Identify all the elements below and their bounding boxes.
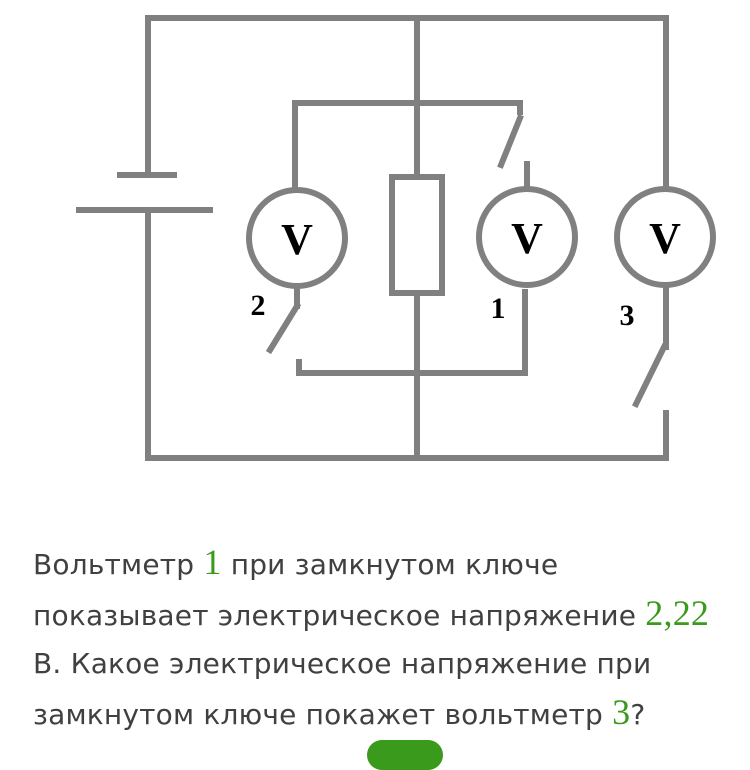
voltmeter-2-letter: V [281, 215, 313, 264]
voltmeter-3-number: 3 [620, 299, 635, 332]
voltmeter-2: V 2 [246, 187, 348, 322]
battery-icon [76, 172, 213, 213]
voltmeter-3: V 3 [614, 186, 716, 332]
voltmeter-1-letter: V [511, 214, 543, 263]
switch-3-icon [631, 342, 669, 409]
voltmeter-2-number: 2 [251, 289, 266, 322]
switch-2-icon [265, 301, 302, 355]
resistor-icon [389, 174, 445, 296]
question-part-2: при замкнутом ключе показывает электриче… [33, 548, 646, 632]
question-meter-a: 1 [203, 542, 222, 582]
question-part-4: ? [630, 698, 646, 731]
answer-button[interactable] [367, 740, 443, 770]
voltmeter-1-number: 1 [491, 292, 506, 325]
question-voltage: 2,22 [645, 593, 710, 633]
wire-inner-top [292, 100, 523, 190]
question-part-1: Вольтметр [33, 548, 204, 581]
question-meter-b: 3 [612, 692, 631, 732]
question-text: Вольтметр 1 при замкнутом ключе показыва… [33, 538, 723, 739]
wire-inner-bottom [296, 289, 528, 376]
voltmeter-1-circle [476, 186, 578, 288]
circuit-diagram: V 2 V 1 V 3 [76, 15, 716, 461]
wire-outer-bottom [145, 207, 669, 461]
voltmeter-3-letter: V [649, 214, 681, 263]
wire-outer-top [145, 15, 669, 190]
question-part-3: В. Какое электрическое напряжение при за… [33, 647, 652, 731]
voltmeter-2-circle [246, 187, 348, 289]
switch-1-icon [497, 114, 524, 169]
voltmeter-3-circle [614, 186, 716, 288]
voltmeter-1: V 1 [476, 186, 578, 325]
